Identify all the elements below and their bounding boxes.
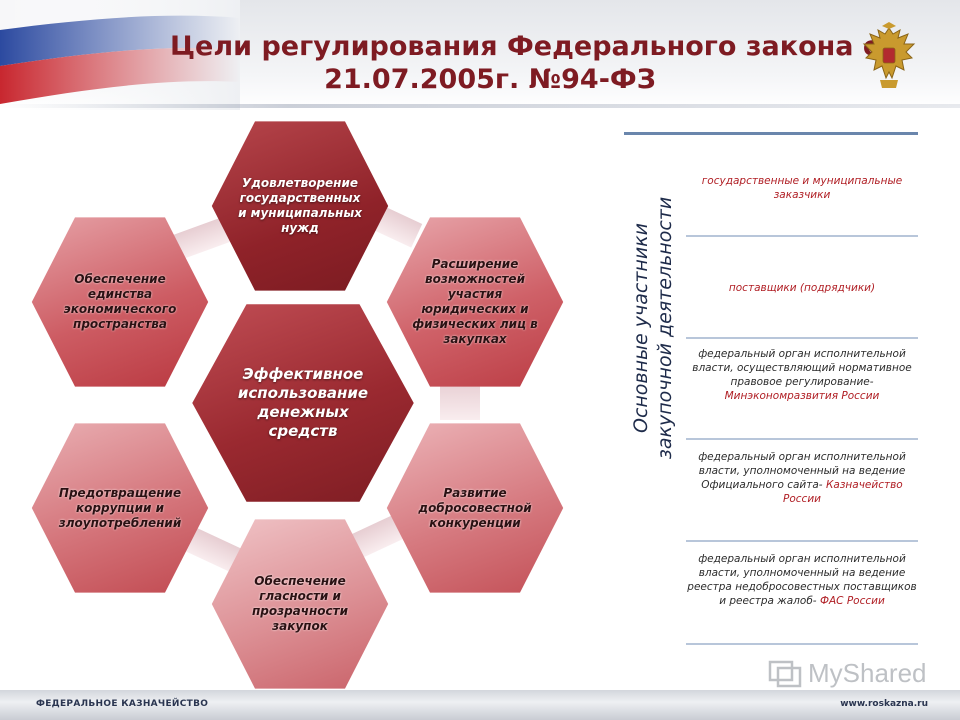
goal-hex-lower-right-label: Развитие добросовестной конкуренции — [418, 485, 532, 530]
myshared-logo-icon — [768, 660, 802, 688]
title-line-2: 21.07.2005г. №94-ФЗ — [324, 64, 656, 95]
goal-hex-bottom: Обеспечение гласности и прозрачности зак… — [211, 519, 389, 689]
russian-flag-wave-icon — [0, 0, 240, 110]
participant-item-5: федеральный орган исполнительной власти,… — [686, 552, 918, 608]
watermark-text: MyShared — [808, 657, 927, 688]
participant-item-5-text: федеральный орган исполнительной власти,… — [687, 553, 917, 607]
participants-top-rule — [624, 132, 918, 135]
goal-hex-center-label: Эффективное использование денежных средс… — [237, 365, 369, 440]
goal-hex-center: Эффективное использование денежных средс… — [192, 304, 414, 502]
participants-heading: Основные участники закупочной деятельнос… — [620, 163, 686, 493]
participant-separator — [686, 235, 918, 237]
goal-hex-upper-left-label: Обеспечение единства экономического прос… — [63, 272, 177, 331]
slide-title: Цели регулирования Федерального закона о… — [170, 30, 898, 96]
participant-item-1: государственные и муниципальные заказчик… — [686, 174, 918, 202]
participant-item-1-text: государственные и муниципальные заказчик… — [701, 175, 903, 201]
participant-separator — [686, 643, 918, 645]
participant-item-3-org: Минэкономразвития России — [724, 390, 880, 402]
connector-ribbon — [440, 380, 480, 420]
goal-hex-lower-left-label: Предотвращение коррупции и злоупотреблен… — [58, 485, 182, 530]
slide-footer: ФЕДЕРАЛЬНОЕ КАЗНАЧЕЙСТВО www.roskazna.ru — [0, 690, 960, 720]
participant-item-3: федеральный орган исполнительной власти,… — [686, 347, 918, 403]
participant-item-4: федеральный орган исполнительной власти,… — [686, 450, 918, 506]
header-divider — [0, 104, 960, 108]
participant-separator — [686, 438, 918, 440]
goal-hex-upper-right: Расширение возможностей участия юридичес… — [386, 217, 564, 387]
goal-hex-upper-left: Обеспечение единства экономического прос… — [31, 217, 209, 387]
goal-hex-lower-left: Предотвращение коррупции и злоупотреблен… — [31, 423, 209, 593]
goal-hex-upper-right-label: Расширение возможностей участия юридичес… — [412, 257, 538, 346]
participant-item-3-text: федеральный орган исполнительной власти,… — [692, 348, 912, 388]
slide-header: Цели регулирования Федерального закона о… — [0, 0, 960, 110]
footer-website: www.roskazna.ru — [840, 699, 928, 709]
participant-item-4-text: федеральный орган исполнительной власти,… — [698, 451, 906, 491]
goal-hex-lower-right: Развитие добросовестной конкуренции — [386, 423, 564, 593]
participant-separator — [686, 337, 918, 339]
participant-separator — [686, 540, 918, 542]
myshared-watermark: MyShared — [768, 655, 927, 691]
participant-item-2-text: поставщики (подрядчики) — [728, 282, 876, 294]
double-headed-eagle-emblem-icon — [862, 22, 916, 90]
participants-heading-line-2: закупочной деятельности — [654, 196, 676, 460]
goal-hex-top: Удовлетворение государственных и муницип… — [211, 121, 389, 291]
footer-organization: ФЕДЕРАЛЬНОЕ КАЗНАЧЕЙСТВО — [36, 699, 209, 709]
participant-item-2: поставщики (подрядчики) — [686, 281, 918, 295]
goal-hex-top-label: Удовлетворение государственных и муницип… — [238, 176, 362, 235]
goal-hex-bottom-label: Обеспечение гласности и прозрачности зак… — [251, 574, 349, 633]
title-line-1: Цели регулирования Федерального закона о… — [170, 31, 898, 62]
participant-item-4-org: Казначейство России — [783, 479, 903, 505]
participant-item-5-org: ФАС России — [819, 595, 885, 607]
participants-heading-line-1: Основные участники — [630, 222, 652, 434]
